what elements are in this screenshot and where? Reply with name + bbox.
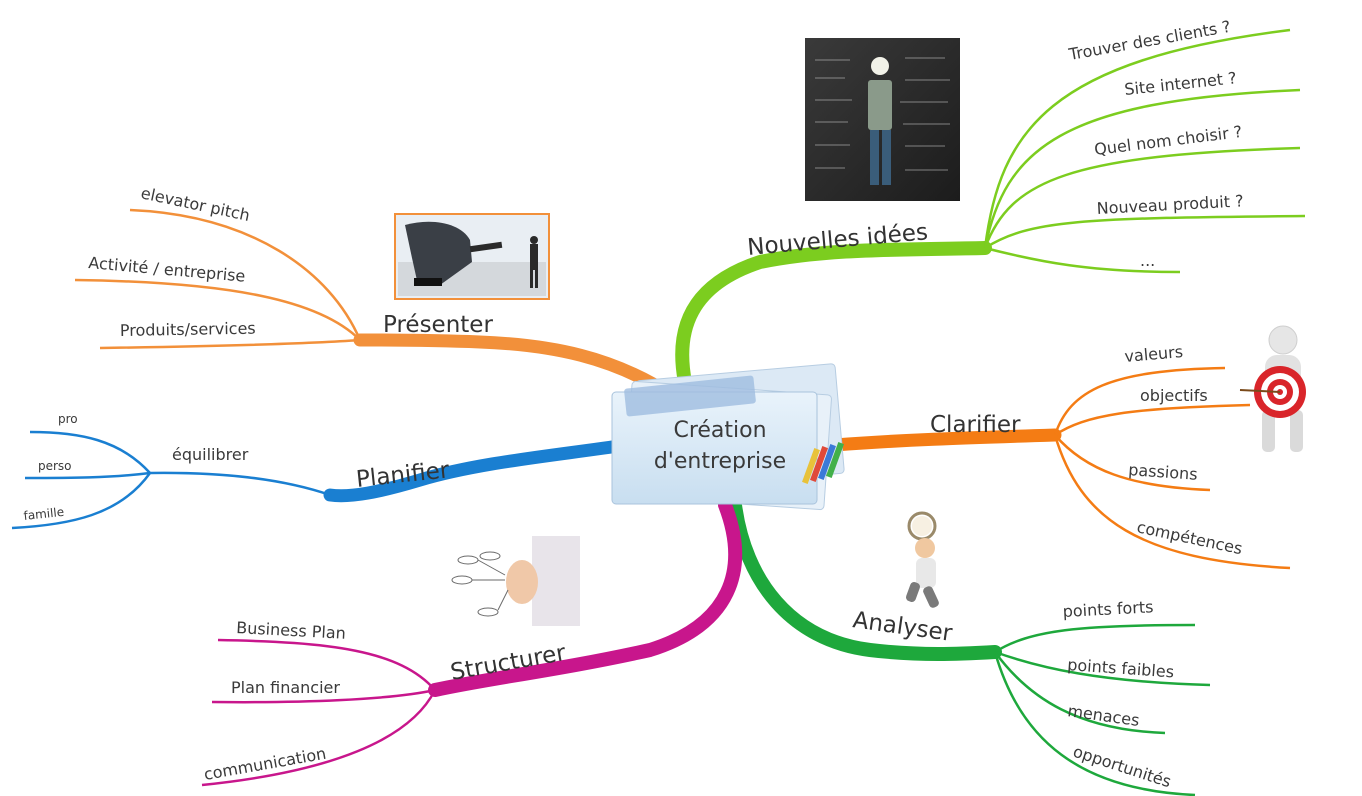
- branch-nouvelles-idees: [675, 241, 992, 389]
- item-nouvelles-3[interactable]: Nouveau produit ?: [1096, 191, 1244, 218]
- branch-label-clarifier[interactable]: Clarifier: [930, 412, 1021, 438]
- item-structurer-0[interactable]: Business Plan: [236, 618, 347, 643]
- branch-presenter: [353, 333, 662, 392]
- subs-planifier: [11, 430, 331, 530]
- subs-presenter: [74, 208, 362, 350]
- item-analyser-0[interactable]: points forts: [1062, 597, 1154, 621]
- item-nouvelles-4[interactable]: ...: [1140, 251, 1155, 270]
- branch-analyser: [728, 498, 1002, 661]
- branch-structurer: [428, 498, 743, 697]
- center-node[interactable]: Création d'entreprise: [611, 363, 845, 511]
- branch-label-analyser[interactable]: Analyser: [851, 607, 954, 647]
- item-structurer-2[interactable]: communication: [202, 744, 327, 784]
- subs-analyser: [993, 623, 1211, 796]
- blackboard-idea-icon: [805, 38, 960, 201]
- item-planifier-equilibrer[interactable]: équilibrer: [172, 445, 249, 464]
- subs-structurer: [201, 638, 437, 787]
- magnifier-figure-icon: [906, 511, 939, 608]
- branch-planifier: [323, 438, 632, 503]
- branch-label-presenter[interactable]: Présenter: [383, 312, 493, 338]
- item-planifier-1[interactable]: perso: [38, 459, 72, 473]
- item-structurer-1[interactable]: Plan financier: [231, 678, 340, 697]
- item-nouvelles-2[interactable]: Quel nom choisir ?: [1093, 122, 1243, 159]
- item-clarifier-2[interactable]: passions: [1128, 460, 1199, 484]
- item-clarifier-0[interactable]: valeurs: [1124, 342, 1184, 366]
- target-figure-icon: [1239, 325, 1306, 452]
- folders-icon: [611, 363, 845, 511]
- item-analyser-1[interactable]: points faibles: [1067, 655, 1175, 681]
- markers-icon: [802, 442, 844, 484]
- item-planifier-2[interactable]: famille: [23, 505, 65, 523]
- item-clarifier-1[interactable]: objectifs: [1140, 386, 1208, 405]
- item-clarifier-3[interactable]: compétences: [1135, 517, 1244, 558]
- giant-and-small-man-icon: [394, 213, 550, 300]
- center-title-line2: d'entreprise: [654, 449, 786, 474]
- branch-label-planifier[interactable]: Planifier: [355, 457, 451, 493]
- item-planifier-0[interactable]: pro: [58, 412, 78, 426]
- center-title-line1: Création: [673, 418, 766, 443]
- subs-nouvelles: [983, 28, 1306, 274]
- hand-drawing-diagram-icon: [451, 536, 580, 626]
- item-presenter-2[interactable]: Produits/services: [120, 319, 256, 340]
- branch-clarifier: [828, 428, 1062, 452]
- subs-clarifier: [1053, 366, 1291, 570]
